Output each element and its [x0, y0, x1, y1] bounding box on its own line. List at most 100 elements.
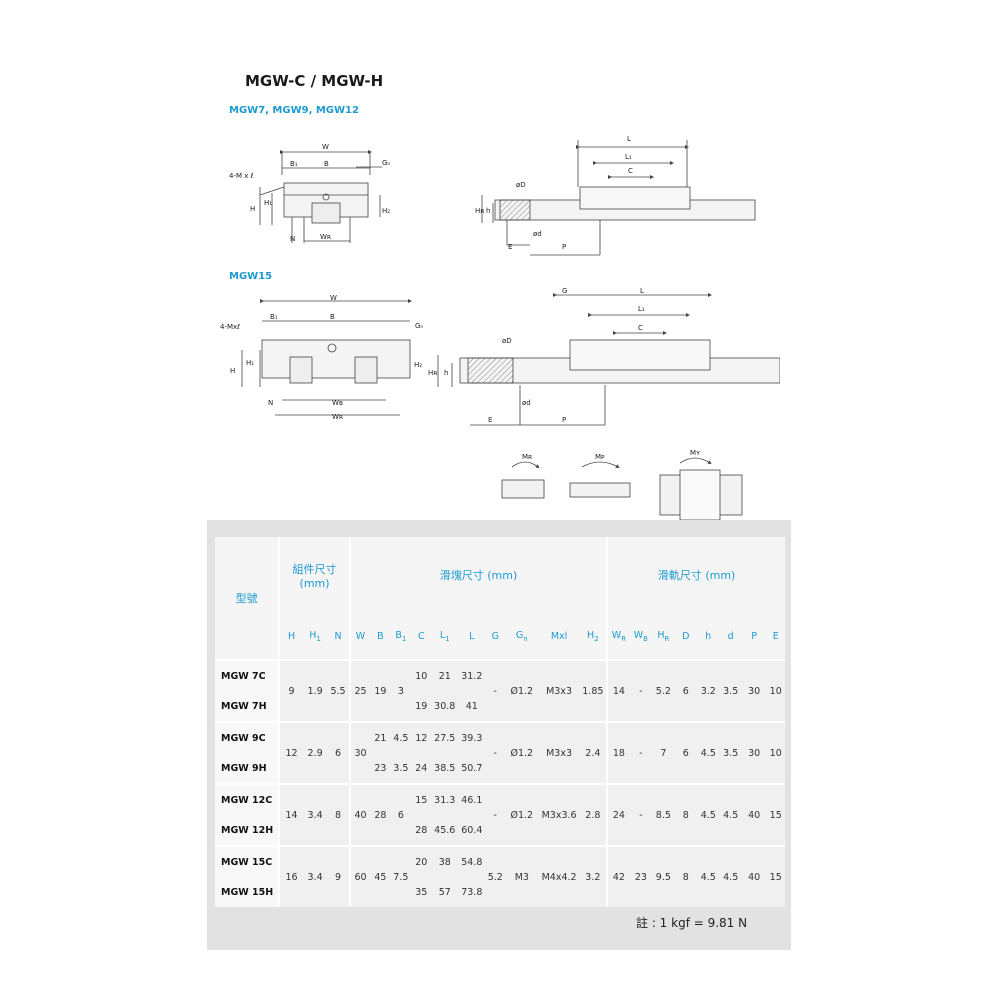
cell-l: 73.8 [458, 877, 486, 907]
cell-h2: 1.85 [579, 659, 608, 722]
cell-mxl: M3x3.6 [538, 783, 580, 846]
cell-hr: 7 [652, 721, 675, 784]
label-N-15: N [268, 399, 273, 407]
cell-l: 46.1 [458, 783, 486, 815]
cell-wb: - [629, 721, 653, 784]
label-B1: B₁ [290, 160, 298, 168]
label-Gn-15: Gₙ [415, 322, 423, 330]
col-Mxl: Mxl [538, 613, 580, 660]
cell-h: 12 [278, 721, 303, 784]
cell-l1: 45.6 [431, 815, 459, 846]
cell-d: 6 [674, 721, 698, 784]
cell-wb: 23 [629, 845, 653, 907]
cell-h2: 3.2 [579, 845, 608, 907]
unit-note: 註 : 1 kgf = 9.81 N [636, 916, 748, 930]
cell-d: 4.5 [719, 845, 742, 907]
cell-d: 8 [674, 783, 698, 846]
cell-e: 15 [766, 783, 785, 846]
label-L1: L₁ [625, 153, 632, 161]
cell-c: 28 [411, 815, 432, 846]
label-d: ød [533, 230, 542, 238]
label-H1-15: H₁ [246, 359, 254, 367]
model-name: MGW 12H [215, 815, 280, 846]
label-d-15: ød [522, 399, 531, 407]
cell-b: 23 [370, 753, 391, 784]
cell-g: - [485, 783, 505, 846]
spec-table: 型號 組件尺寸 (mm) 滑塊尺寸 (mm) 滑軌尺寸 (mm) H H1 N … [215, 537, 785, 907]
col-L: L [458, 613, 486, 660]
cell-mxl: M4x4.2 [538, 845, 580, 907]
label-W-15: W [330, 294, 337, 302]
col-HR: HR [652, 613, 675, 660]
cell-mxl: M3x3 [538, 721, 580, 784]
col-P: P [741, 613, 767, 660]
header-rail: 滑軌尺寸 (mm) [606, 537, 785, 613]
cell-b1: 4.5 [390, 721, 412, 753]
cell-gn: Ø1.2 [504, 783, 539, 846]
section-label-mgw15: MGW15 [229, 271, 273, 282]
col-H2: H2 [579, 613, 608, 660]
cell-hr: 5.2 [652, 659, 675, 722]
cell-p: 40 [741, 845, 767, 907]
label-Mxl: 4-M x ℓ [229, 172, 254, 180]
cell-n: 8 [327, 783, 350, 846]
label-C: C [628, 167, 633, 175]
cell-l: 60.4 [458, 815, 486, 846]
cell-b: 21 [370, 721, 391, 753]
col-C: C [411, 613, 432, 660]
cell-gn: M3 [504, 845, 539, 907]
end-view-mgw15 [241, 299, 412, 416]
col-D: D [674, 613, 698, 660]
section-label-small-series: MGW7, MGW9, MGW12 [229, 105, 359, 116]
cell-l1: 38.5 [431, 753, 459, 784]
col-H: H [278, 613, 303, 660]
cell-l: 31.2 [458, 659, 486, 691]
cell-b1: 6 [390, 783, 412, 846]
cell-h1: 3.4 [302, 845, 328, 907]
cell-c: 15 [411, 783, 432, 815]
cell-p: 30 [741, 721, 767, 784]
cell-c: 10 [411, 659, 432, 691]
label-P: P [562, 243, 566, 251]
cell-c: 12 [411, 721, 432, 753]
cell-l1: 31.3 [431, 783, 459, 815]
label-B: B [324, 160, 329, 168]
cell-c: 35 [411, 877, 432, 907]
cell-c: 24 [411, 753, 432, 784]
cell-mxl: M3x3 [538, 659, 580, 722]
col-L1: L1 [431, 613, 459, 660]
label-H2-15: H₂ [414, 361, 422, 369]
cell-l: 54.8 [458, 845, 486, 877]
cell-d: 3.5 [719, 721, 742, 784]
cell-h: 9 [278, 659, 303, 722]
cell-hr: 9.5 [652, 845, 675, 907]
cell-gn: Ø1.2 [504, 721, 539, 784]
cell-h: 3.2 [697, 659, 720, 722]
label-MY: Mʏ [690, 449, 700, 457]
cell-g: - [485, 659, 505, 722]
cell-p: 40 [741, 783, 767, 846]
label-W: W [322, 143, 329, 151]
cell-b: 28 [370, 783, 391, 846]
label-H1: H₁ [264, 199, 272, 207]
label-L: L [627, 135, 631, 143]
label-P-15: P [562, 416, 566, 424]
cell-l1: 38 [431, 845, 459, 877]
cell-l1: 30.8 [431, 691, 459, 722]
label-HR: Hʀ [475, 207, 485, 215]
end-view-small [259, 150, 382, 243]
side-view-small [481, 140, 756, 256]
cell-n: 6 [327, 721, 350, 784]
label-E: E [508, 243, 512, 251]
label-L1-15: L₁ [638, 305, 645, 313]
col-WR: WR [606, 613, 630, 660]
label-B-15: B [330, 313, 335, 321]
label-Mxl-15: 4-Mxℓ [220, 323, 240, 331]
cell-h2: 2.8 [579, 783, 608, 846]
cell-gn: Ø1.2 [504, 659, 539, 722]
model-name: MGW 15C [215, 845, 280, 877]
